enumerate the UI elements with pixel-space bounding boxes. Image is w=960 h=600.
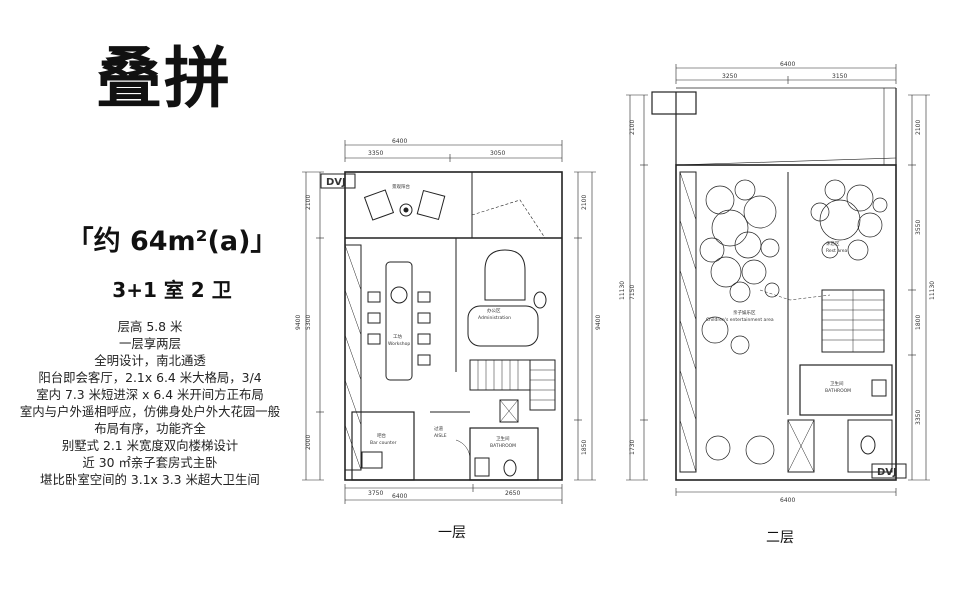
- feature-item: 别墅式 2.1 米宽度双向楼梯设计: [61, 438, 239, 453]
- f2-dim-right-c: 1800: [915, 315, 922, 330]
- f2-dim-top-left: 3250: [722, 73, 737, 80]
- feature-item: 近 30 ㎡亲子套房式主卧: [82, 455, 218, 470]
- feature-list: 层高 5.8 米 一层享两层 全明设计，南北通透 阳台即会客厅，2.1x 6.4…: [0, 318, 300, 488]
- floor1-label: 一层: [438, 525, 466, 541]
- f1-dim-bottom-left: 3750: [368, 490, 383, 497]
- feature-item: 室内与户外遥相呼应，仿佛身处户外大花园一般: [19, 404, 281, 419]
- f2-dim-top-right: 3150: [832, 73, 847, 80]
- f1-office-en: Administration: [478, 315, 511, 321]
- floor2-plan: DVJ: [626, 64, 930, 496]
- f1-bath-en: BATHROOM: [490, 443, 516, 449]
- f2-bath-cn: 卫生间: [830, 380, 844, 387]
- f2-dim-left-c: 1730: [629, 440, 636, 455]
- f1-corridor-en: AISLE: [434, 433, 447, 439]
- f2-dim-left-a: 2100: [629, 120, 636, 135]
- f1-dim-left-total: 9400: [295, 315, 302, 330]
- floor1-plan: DVJ: [302, 140, 596, 504]
- f1-workshop-en: Workshop: [388, 341, 410, 347]
- f1-workshop-cn: 工坊: [393, 333, 402, 340]
- f1-dim-top-total: 6400: [392, 138, 407, 145]
- f2-dim-right-d: 3350: [915, 410, 922, 425]
- f1-bar-en: Bar counter: [370, 440, 397, 446]
- f1-bath-cn: 卫生间: [496, 435, 510, 442]
- f1-office-cn: 办公区: [487, 307, 501, 314]
- f2-dim-total-right: 11130: [929, 281, 936, 300]
- f2-parent-cn: 亲子娱乐区: [733, 309, 756, 316]
- feature-item: 全明设计，南北通透: [94, 353, 206, 368]
- page-title: 叠拼: [96, 40, 232, 117]
- f1-dim-left-c: 2000: [305, 435, 312, 450]
- f2-dim-total-left: 11130: [619, 281, 626, 300]
- f2-dim-left-b: 7150: [629, 285, 636, 300]
- area-label: 「约 64m²(a)」: [66, 226, 278, 257]
- feature-item: 布局有序，功能齐全: [94, 421, 206, 436]
- f1-dim-top-right: 3050: [490, 150, 505, 157]
- f2-dim-top-total: 6400: [780, 61, 795, 68]
- feature-item: 室内 7.3 米短进深 x 6.4 米开间方正布局: [36, 387, 264, 402]
- floor2-labels: 6400 3250 3150 6400 2100 7150 1730 11130…: [619, 61, 936, 504]
- floor1-labels: 6400 3350 3050 6400 3750 2650 2100 5300 …: [295, 138, 602, 500]
- svg-text:DVJ: DVJ: [326, 177, 346, 188]
- f2-rest-en: Rest area: [826, 248, 848, 254]
- f1-bar-cn: 吧台: [377, 432, 386, 439]
- f1-corridor-cn: 过道: [434, 425, 443, 432]
- f2-dim-right-b: 3550: [915, 220, 922, 235]
- feature-item: 阳台即会客厅，2.1x 6.4 米大格局，3/4: [38, 370, 262, 385]
- f2-dim-right-a: 2100: [915, 120, 922, 135]
- f2-parent-en: Children's entertainment area: [706, 317, 774, 323]
- f1-dim-right-b: 1850: [581, 440, 588, 455]
- f1-dim-left-b: 5300: [305, 315, 312, 330]
- f2-bath-en: BATHROOM: [825, 388, 851, 394]
- f1-dim-left-a: 2100: [305, 195, 312, 210]
- f1-balcony-label: 景观阳台: [392, 183, 410, 190]
- feature-item: 一层享两层: [119, 336, 181, 351]
- f1-dim-bottom-right: 2650: [505, 490, 520, 497]
- f1-dim-bottom-total: 6400: [392, 493, 407, 500]
- room-count: 3+1 室 2 卫: [112, 278, 232, 302]
- feature-item: 层高 5.8 米: [117, 319, 183, 334]
- svg-text:DVJ: DVJ: [877, 467, 897, 478]
- floor2-label: 二层: [766, 530, 794, 546]
- f2-dim-bottom-total: 6400: [780, 497, 795, 504]
- f2-rest-cn: 休息区: [826, 240, 840, 247]
- feature-item: 堪比卧室空间的 3.1x 3.3 米超大卫生间: [40, 472, 260, 487]
- f1-dim-right-total: 9400: [595, 315, 602, 330]
- f1-dim-top-left: 3350: [368, 150, 383, 157]
- f1-dim-right-a: 2100: [581, 195, 588, 210]
